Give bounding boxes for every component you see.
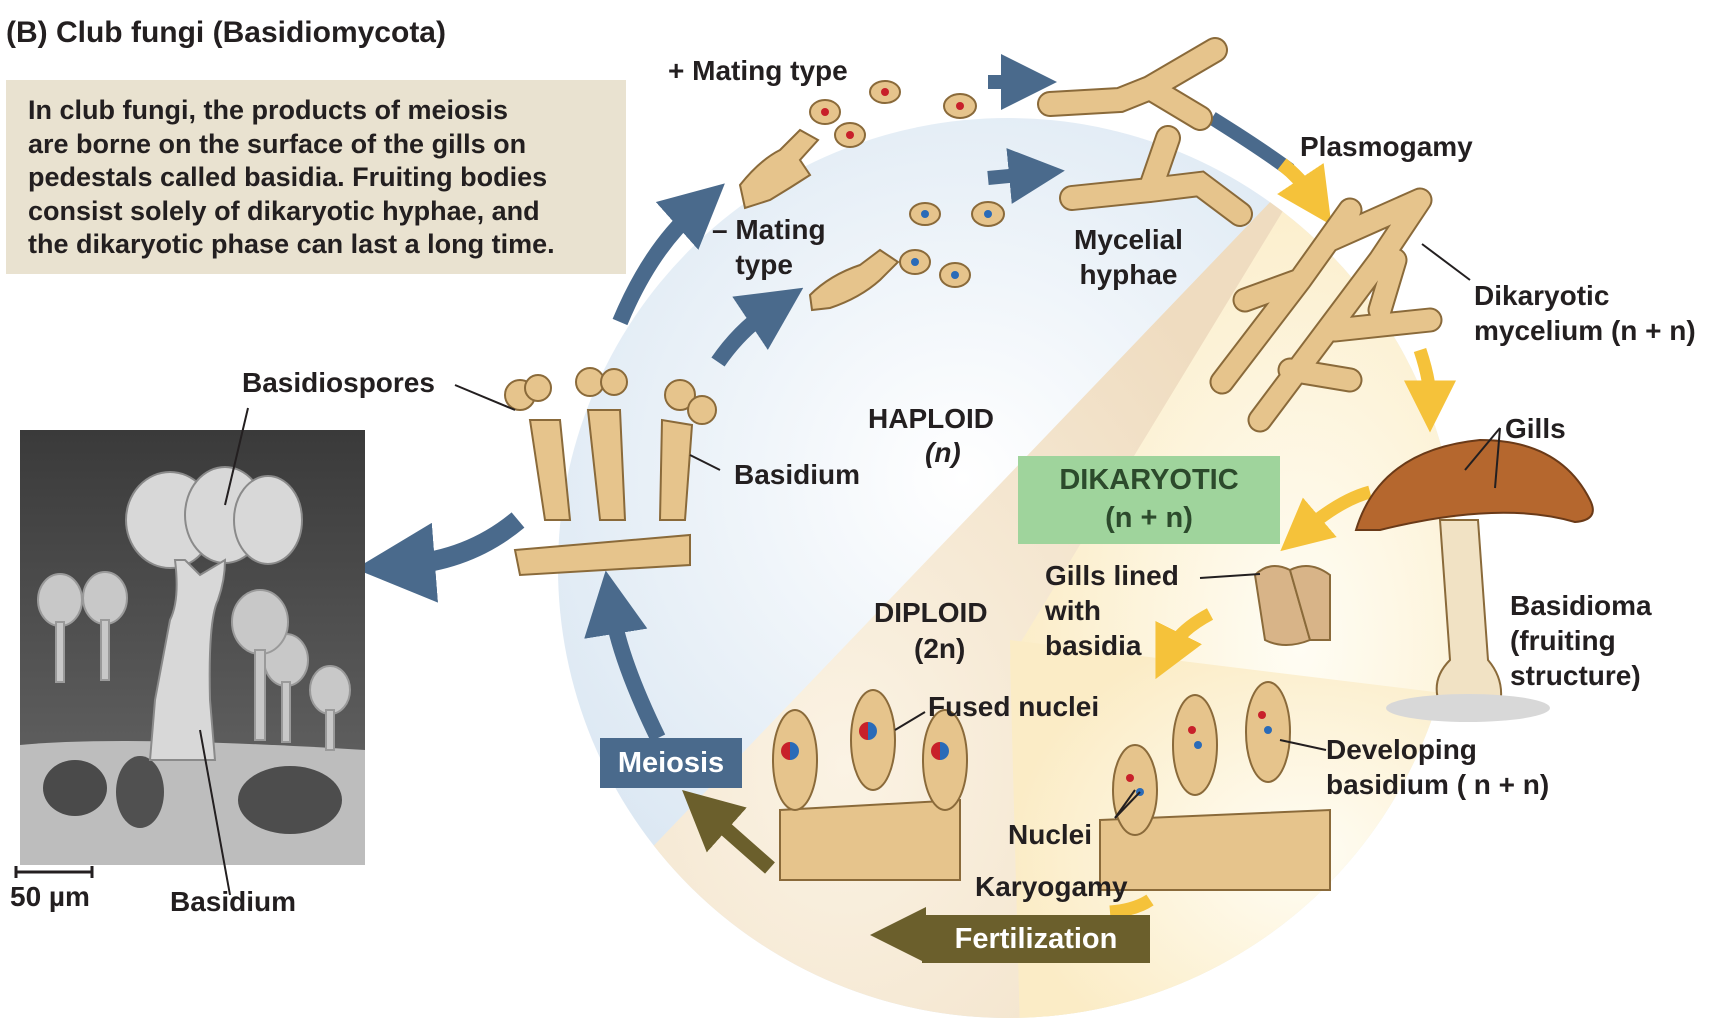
label-dikaryotic-mycelium: Dikaryotic mycelium (n + n) — [1474, 280, 1696, 346]
label-plus-mating-type: + Mating type — [668, 55, 848, 86]
arrow-to-gills-lined — [1280, 485, 1372, 552]
plus-spore-nuclei — [821, 88, 964, 139]
minus-spore-nuclei — [911, 210, 992, 279]
gills-lined-with-basidia — [1253, 565, 1331, 646]
label-mycelial-hyphae: Mycelial hyphae — [1074, 224, 1183, 290]
plus-spores — [738, 80, 977, 210]
developing-basidia — [1099, 681, 1331, 891]
arrow-to-plus-spores — [612, 183, 725, 326]
phase-diploid-sub: (2n) — [914, 633, 966, 664]
label-basidioma: Basidioma (fruiting structure) — [1510, 590, 1652, 691]
minus-hypha — [1059, 125, 1253, 227]
label-gills: Gills — [1505, 413, 1566, 444]
label-developing-basidium: Developing basidium ( n + n) — [1326, 734, 1550, 800]
basidia-cluster — [504, 367, 717, 577]
mushroom — [1354, 438, 1594, 722]
label-scale-bar: 50 µm — [10, 881, 90, 912]
cycle-arrows — [355, 54, 1456, 963]
arrow-to-meiosis — [682, 790, 775, 874]
arrow-meiosis-up — [584, 570, 666, 742]
fused-nuclei-dots — [781, 722, 949, 760]
label-basidiospores: Basidiospores — [242, 367, 435, 398]
label-minus-mating-type: – Mating type — [712, 214, 826, 280]
arrow-plasmogamy-yellow — [1277, 158, 1332, 226]
phase-dikaryotic-sub: (n + n) — [1105, 502, 1193, 534]
fertilization-box: Fertilization — [922, 915, 1150, 963]
leader-lines — [199, 243, 1501, 896]
phase-diploid: DIPLOID — [874, 597, 988, 628]
dikaryotic-mycelium — [1209, 187, 1443, 433]
figure-title: (B) Club fungi (Basidiomycota) — [6, 16, 446, 49]
label-karyogamy: Karyogamy — [975, 871, 1128, 902]
plus-hypha — [1037, 37, 1228, 131]
description-text: In club fungi, the products of meiosis a… — [28, 95, 555, 259]
phase-haploid-sub: (n) — [925, 437, 961, 468]
arrow-minus-to-hypha — [987, 148, 1065, 204]
description-box: In club fungi, the products of meiosis a… — [6, 80, 626, 274]
scale-bar — [14, 866, 94, 878]
phase-dikaryotic: DIKARYOTIC — [1059, 464, 1239, 496]
minus-spores — [808, 201, 1005, 312]
arrow-to-micrograph — [355, 512, 525, 603]
arrow-karyogamy-yellow — [1109, 894, 1154, 919]
label-fused-nuclei: Fused nuclei — [928, 691, 1100, 722]
label-basidium: Basidium — [734, 459, 861, 490]
sem-micrograph — [20, 430, 365, 865]
diploid-basidia — [772, 689, 968, 881]
dikaryotic-box: DIKARYOTIC (n + n) — [1018, 456, 1280, 544]
label-plasmogamy: Plasmogamy — [1300, 131, 1473, 162]
label-gills-lined: Gills lined with basidia — [1045, 560, 1179, 661]
arrow-to-minus-spores — [711, 287, 804, 367]
phase-haploid: HAPLOID — [868, 403, 994, 434]
arrow-plasmogamy-blue — [1208, 112, 1295, 176]
arrow-to-gills — [1403, 347, 1456, 433]
arrow-to-developing — [1155, 608, 1214, 680]
meiosis-box: Meiosis — [600, 738, 742, 788]
label-micrograph-basidium: Basidium — [170, 886, 297, 917]
label-nuclei: Nuclei — [1008, 819, 1093, 850]
